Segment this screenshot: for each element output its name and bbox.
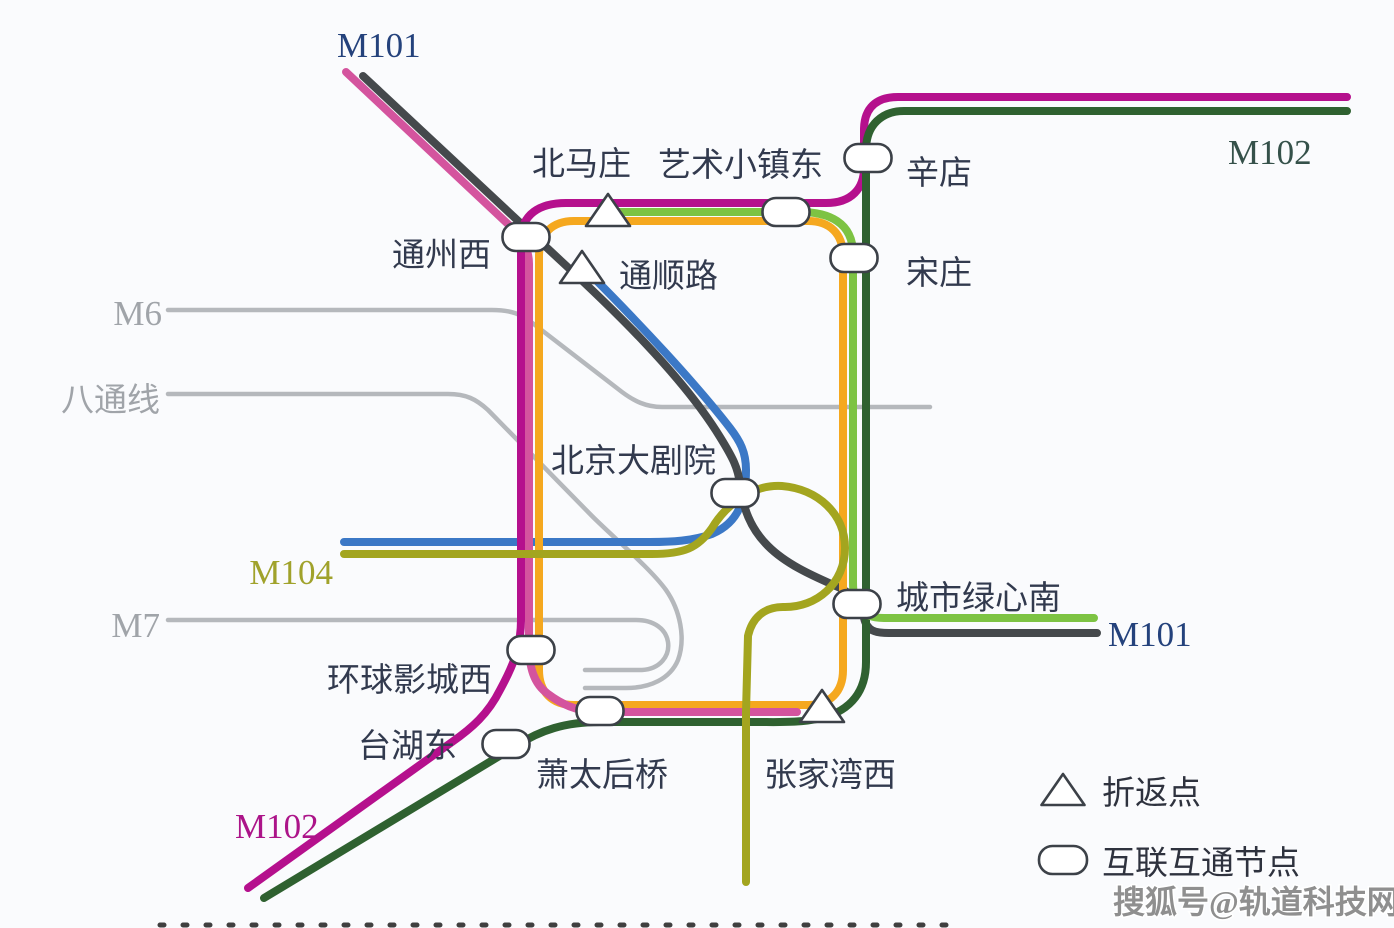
- node-tongzhouxi: [501, 221, 551, 253]
- node-beijingdajuyuan: [710, 477, 760, 509]
- line-m7-line: [165, 617, 671, 673]
- label-songzhuang: 宋庄: [906, 255, 972, 292]
- label-beijingdajuyuan: 北京大剧院: [551, 443, 716, 480]
- label-m101-topleft: M101: [337, 26, 421, 65]
- label-huanqiuyingchengxi: 环球影城西: [327, 662, 492, 699]
- line-m104-olive: [340, 481, 849, 886]
- turnback-tongshunlu: [558, 249, 606, 285]
- label-tongzhouxi: 通州西: [392, 238, 491, 274]
- node-songzhuang: [829, 242, 879, 274]
- label-m104: M104: [249, 553, 333, 592]
- label-taihudong: 台湖东: [358, 728, 457, 765]
- nodes-layer: [481, 142, 1089, 876]
- labels-layer: M101 北马庄艺术小镇东 辛店 M102 通州西通顺路 宋庄 M6 八通线北京大剧院 M104…: [61, 26, 1394, 922]
- label-m6: M6: [113, 294, 162, 333]
- turnback-zhangjiawanxi: [798, 688, 846, 724]
- line-batong-line: [165, 391, 684, 691]
- label-legend-turnback: 折返点: [1102, 775, 1201, 812]
- label-m102-bottomleft: M102: [235, 807, 319, 846]
- node-chengshilvxinnan: [832, 588, 882, 620]
- label-legend-node: 互联互通节点: [1102, 846, 1300, 882]
- label-chengshilvxinnan: 城市绿心南: [896, 580, 1061, 617]
- line-m102-magenta: [244, 93, 1351, 892]
- turnbacks-layer: [558, 192, 1086, 807]
- label-xiaotaihouqiao: 萧太后桥: [536, 757, 668, 794]
- watermark: 搜狐号@轨道科技网: [1113, 884, 1394, 920]
- label-m102-topright: M102: [1228, 133, 1312, 172]
- label-zhangjiawanxi: 张家湾西: [764, 757, 896, 794]
- label-m7: M7: [111, 606, 160, 645]
- label-batong: 八通线: [61, 382, 160, 419]
- label-tongshunlu: 通顺路: [619, 258, 718, 295]
- turnback-beimazhuang: [584, 192, 632, 228]
- node-xindian: [843, 142, 893, 174]
- line-m6-line: [165, 307, 933, 410]
- label-beimazhuang: 北马庄: [532, 146, 631, 183]
- node-huanqiuyingchengxi: [506, 634, 556, 666]
- legend-turnback-symbol: [1040, 772, 1086, 807]
- label-m101-right: M101: [1108, 615, 1192, 654]
- label-xindian: 辛店: [906, 155, 972, 192]
- node-taihudong: [481, 728, 531, 760]
- legend-node-symbol: [1037, 844, 1089, 876]
- node-yishuxiaozhendong: [761, 196, 811, 228]
- node-xiaotaihouqiao: [575, 695, 625, 727]
- label-yishuxiaozhendong: 艺术小镇东: [658, 147, 823, 184]
